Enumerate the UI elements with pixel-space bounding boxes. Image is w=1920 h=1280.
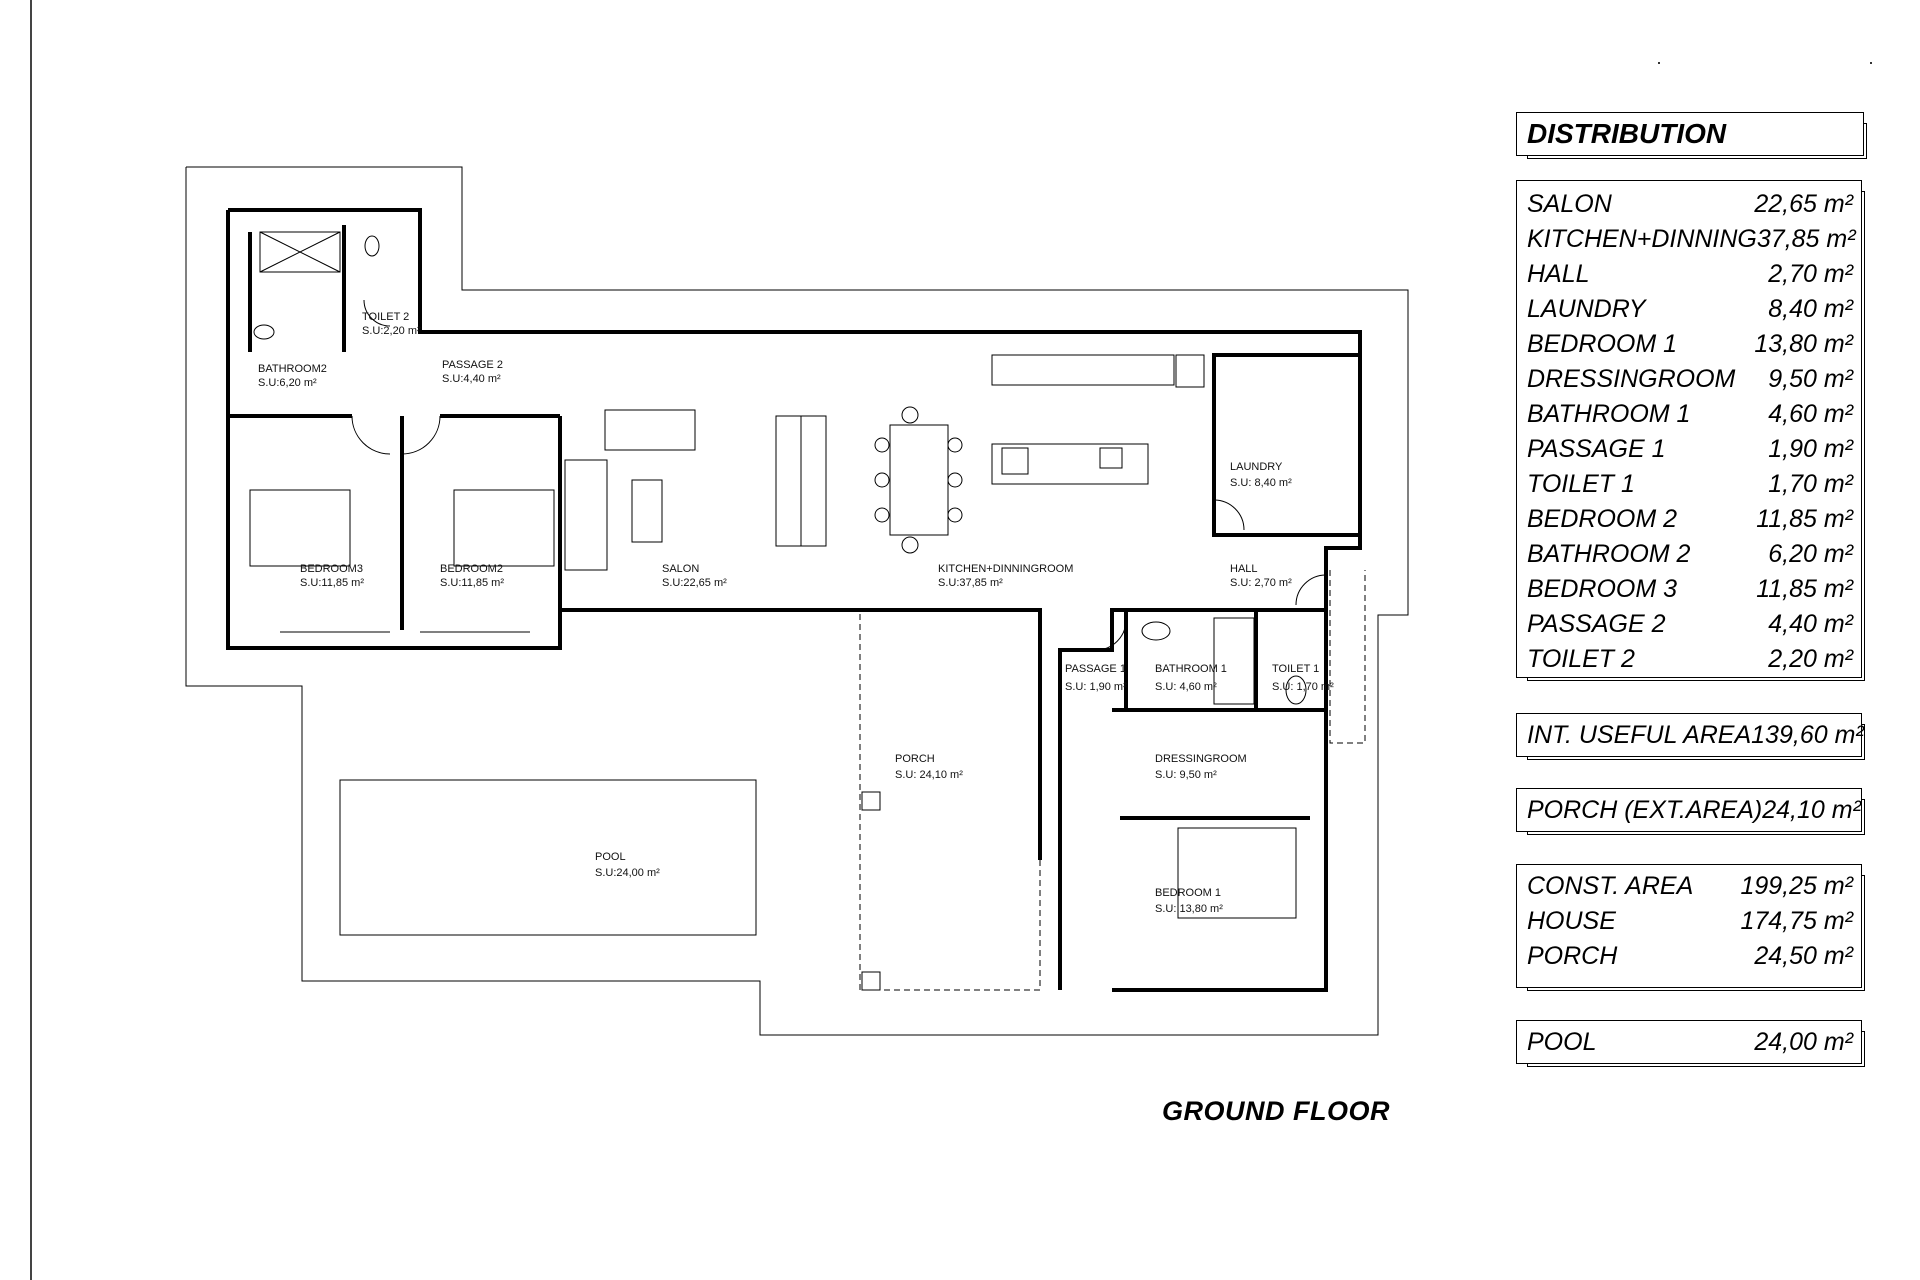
room-area-bedroom1: S.U: 13,80 m² [1155,903,1223,915]
room-name-bedroom3: BEDROOM3 [300,563,363,575]
bedroom1-wall [1058,608,1326,990]
room-name-passage2: PASSAGE 2 [442,359,503,371]
laundry-wall [1212,353,1362,537]
room-name-pool: POOL [595,851,626,863]
room-area-passage2: S.U:4,40 m² [442,373,501,385]
room-area-porch: S.U: 24,10 m² [895,769,963,781]
room-area-pool: S.U:24,00 m² [595,867,660,879]
room-area-toilet1: S.U: 1,70 m² [1272,681,1334,693]
sheet-mark [1658,62,1660,64]
room-area-bathroom1: S.U: 4,60 m² [1155,681,1217,693]
plot-outline [185,166,1409,1036]
room-area-bedroom3: S.U:11,85 m² [300,577,364,589]
room-name-laundry: LAUNDRY [1230,461,1283,473]
room-name-toilet1: TOILET 1 [1272,663,1319,675]
porch-area-row: PORCH (EXT.AREA)24,10 m² [1527,796,1861,824]
room-name-bathroom1: BATHROOM 1 [1155,663,1227,675]
room-area-bedroom2: S.U:11,85 m² [440,577,504,589]
room-area-passage1: S.U: 1,90 m² [1065,681,1127,693]
room-area-bathroom2: S.U:6,20 m² [258,377,317,389]
room-name-bedroom1: BEDROOM 1 [1155,887,1221,899]
porch-area-box: PORCH (EXT.AREA)24,10 m² [1516,788,1862,832]
room-name-toilet2: TOILET 2 [362,311,409,323]
room-name-passage1: PASSAGE 1 [1065,663,1126,675]
pool-outline [339,779,757,936]
room-area-hall: S.U: 2,70 m² [1230,577,1292,589]
room-area-laundry: S.U: 8,40 m² [1230,477,1292,489]
room-area-toilet2: S.U:2,20 m² [362,325,421,337]
room-area-salon: S.U:22,65 m² [662,577,727,589]
room-name-bathroom2: BATHROOM2 [258,363,327,375]
distribution-title-box: DISTRIBUTION [1516,112,1864,156]
sheet-border-line [30,0,32,1280]
porch-outline [859,609,1041,991]
room-name-kitchen: KITCHEN+DINNINGROOM [938,563,1073,575]
room-name-porch: PORCH [895,753,935,765]
distribution-title: DISTRIBUTION [1527,118,1727,149]
room-area-kitchen: S.U:37,85 m² [938,577,1003,589]
room-area-dressingroom: S.U: 9,50 m² [1155,769,1217,781]
room-name-dressingroom: DRESSINGROOM [1155,753,1247,765]
sheet-mark [1870,62,1872,64]
room-name-salon: SALON [662,563,699,575]
floor-title: GROUND FLOOR [1162,1096,1390,1126]
room-name-bedroom2: BEDROOM2 [440,563,503,575]
house-exterior-wall [228,208,1362,992]
terrace-dash [1329,570,1366,744]
room-name-hall: HALL [1230,563,1258,575]
